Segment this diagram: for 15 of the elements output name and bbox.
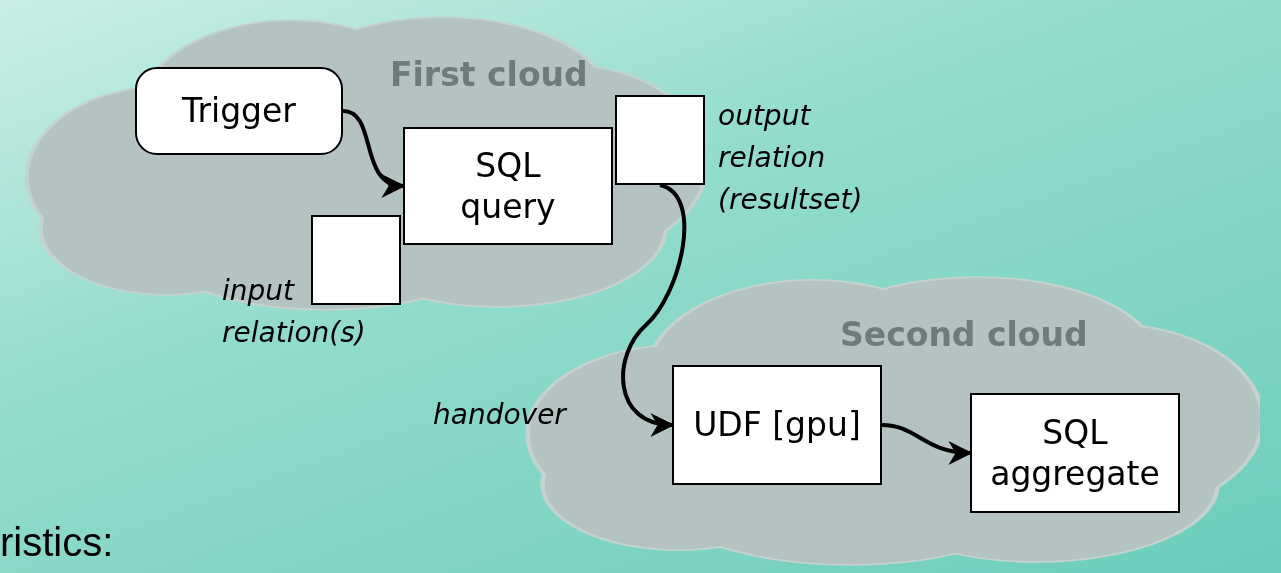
arrow [881,423,973,464]
cloud-title: First cloud [390,54,588,96]
relation-box [311,215,401,305]
relation-box [615,95,705,185]
cloud-title: Second cloud [840,314,1088,356]
process-box: SQL aggregate [970,393,1180,513]
caption-text: input relation(s) [222,273,367,351]
process-box: UDF [gpu] [672,365,882,485]
slide-text: ristics: [0,519,114,566]
rounded-box: Trigger [135,67,343,155]
process-box: SQL query [403,127,613,245]
arrow [621,183,687,435]
arrow [342,109,406,195]
edge-label: handover [433,397,566,433]
caption-text: output relation (resultset) [718,98,864,218]
